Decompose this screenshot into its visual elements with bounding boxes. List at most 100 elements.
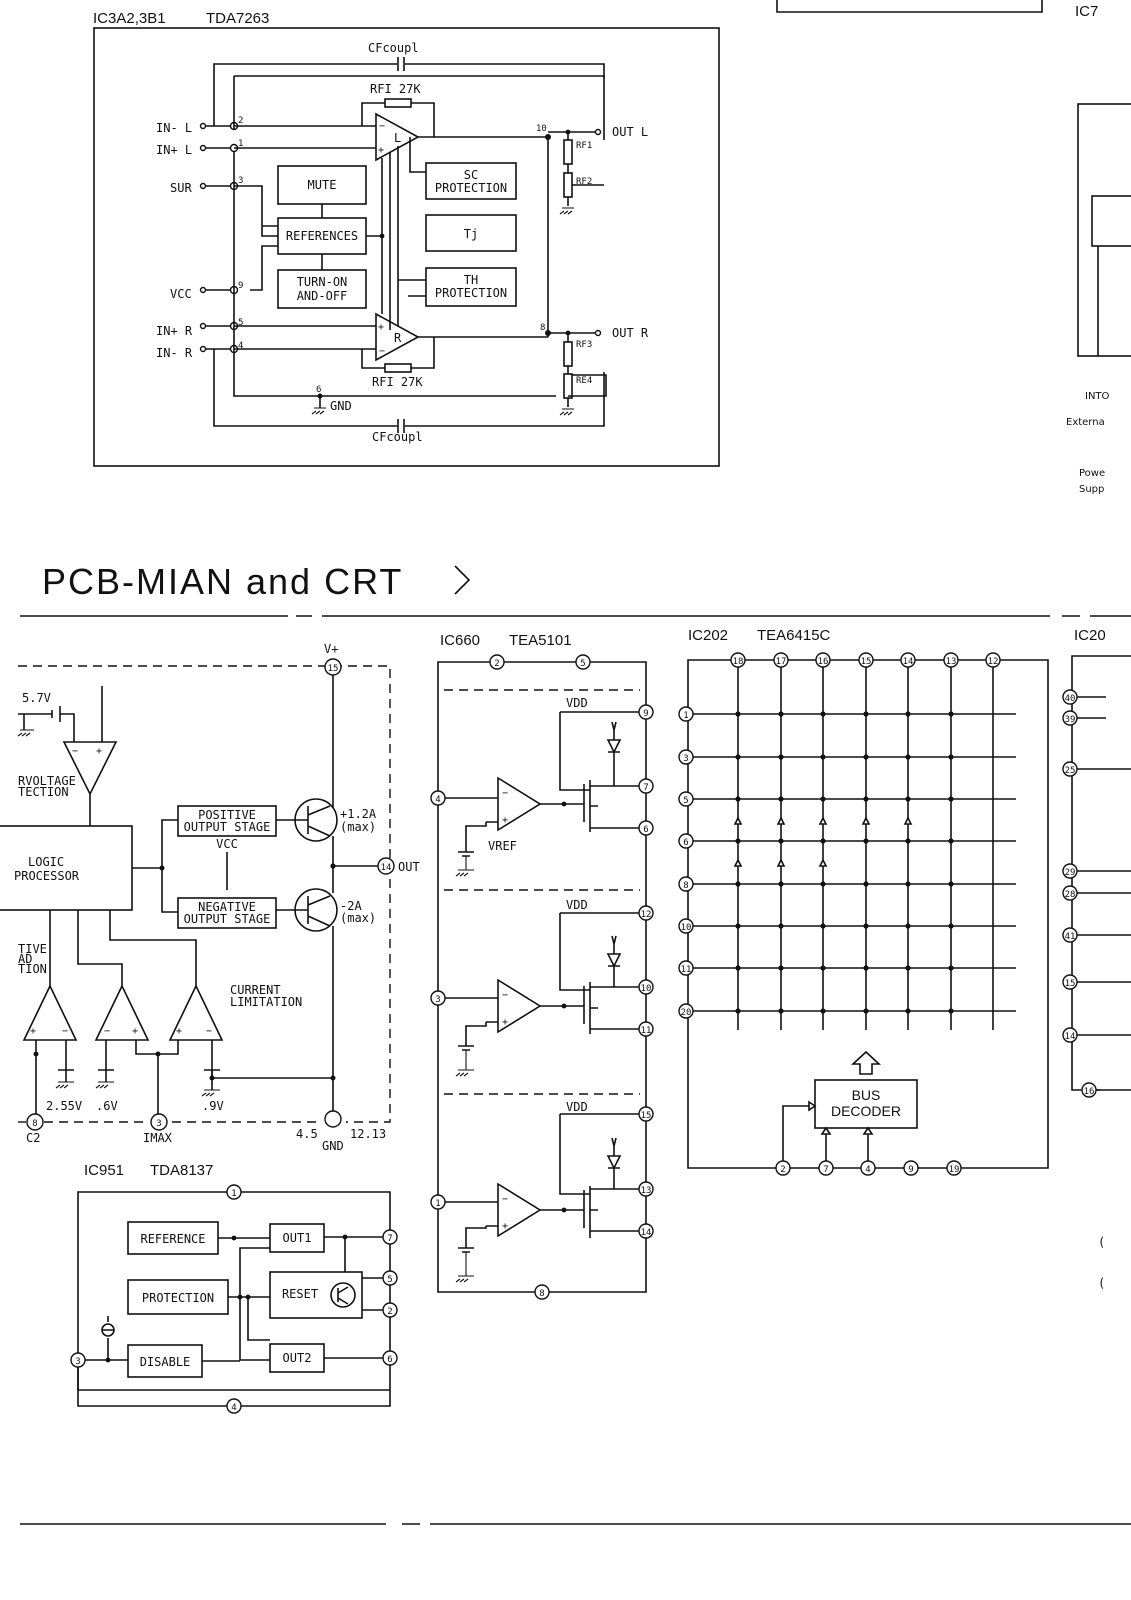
- crossbar-junction: [778, 965, 784, 971]
- pin-num-8: 8: [540, 323, 545, 333]
- right-clip-externa: Externa: [1066, 417, 1105, 428]
- th-label: TH: [464, 273, 478, 287]
- c2-label: C2: [26, 1131, 40, 1145]
- gnd-pins-label: 4.5: [296, 1127, 318, 1141]
- crossbar-junction: [820, 754, 826, 760]
- tea5101-part-label: TEA5101: [509, 632, 572, 649]
- ic20-pin-29: 29: [1065, 868, 1076, 878]
- sc-protection-label: PROTECTION: [435, 181, 507, 195]
- tda8137-pin-6: 6: [387, 1355, 392, 1365]
- mute-block: [277, 165, 367, 205]
- svg-text:−: −: [379, 121, 385, 132]
- tda7263-pin-labels: IN- L IN+ L SUR VCC IN+ R IN- R: [156, 121, 193, 360]
- crossbar-junction: [735, 796, 741, 802]
- out1-block: [269, 1223, 325, 1253]
- amp-r-label: R: [394, 331, 402, 345]
- tea5101-pin-2: 2: [494, 659, 499, 669]
- clip-mark-1: (: [1098, 1235, 1105, 1249]
- rf3-label: RF3: [576, 340, 592, 350]
- section-header: PCB-MIAN and CRT: [20, 561, 1131, 617]
- overvoltage-label: RVOLTAGE: [18, 774, 76, 788]
- ch1-pin-4: 4: [435, 795, 440, 805]
- ch1-pin-6: 6: [643, 825, 648, 835]
- crossbar-junction: [948, 838, 954, 844]
- out-label: OUT: [398, 860, 420, 874]
- pin-num-1: 1: [238, 139, 243, 149]
- out-r-label: OUT R: [612, 326, 649, 340]
- crossbar-junction: [820, 796, 826, 802]
- references-label: REFERENCES: [286, 229, 358, 243]
- tea5101-pin-8: 8: [539, 1289, 544, 1299]
- neg-stage-label: NEGATIVE: [198, 900, 256, 914]
- bus-label: BUS: [852, 1087, 881, 1103]
- ic20-pin-16: 16: [1084, 1087, 1095, 1097]
- disable-label: DISABLE: [140, 1355, 191, 1369]
- pin-8-label: 8: [32, 1119, 37, 1129]
- tda7263-ic-label: IC3A2,3B1: [93, 10, 166, 27]
- and-off-label: AND-OFF: [297, 289, 348, 303]
- svg-text:+: +: [378, 322, 384, 333]
- ic20-pin-39: 39: [1065, 715, 1076, 725]
- svg-text:−: −: [104, 1026, 110, 1037]
- side-label-3: TION: [18, 962, 47, 976]
- tda8137-pin-7: 7: [387, 1234, 392, 1244]
- tda7263-block: IC3A2,3B1 TDA7263 IN- L IN+ L SUR VCC IN…: [93, 10, 720, 467]
- crossbar-arrow: [903, 816, 913, 825]
- amp-l-label: L: [394, 131, 401, 145]
- out-l-label: OUT L: [612, 125, 648, 139]
- pin-num-3: 3: [238, 176, 243, 186]
- rfi-top-label: RFI 27K: [370, 82, 421, 96]
- crossbar-junction: [948, 754, 954, 760]
- tj-block: [425, 214, 517, 252]
- tda8137-ic-label: IC951: [84, 1162, 124, 1179]
- logic-processor: [0, 825, 133, 911]
- crossbar-arrow: [861, 816, 871, 825]
- tea6415c-pin-16: 16: [818, 657, 829, 667]
- mute-label: MUTE: [308, 178, 337, 192]
- ch1-pin-7: 7: [643, 783, 648, 793]
- crossbar-arrow: [733, 858, 743, 867]
- turn-on-label: TURN-ON: [297, 275, 348, 289]
- pos-stage-label: POSITIVE: [198, 808, 256, 822]
- crossbar-junction: [905, 796, 911, 802]
- crossbar-junction: [820, 881, 826, 887]
- svg-text:−: −: [502, 990, 508, 1001]
- tda7263-pin-numbers: 2 1 3 9 5 4 10 8 6: [238, 116, 547, 395]
- re4-label: RE4: [576, 376, 592, 386]
- voltage-0-6: .6V: [96, 1099, 118, 1113]
- pin-num-9: 9: [238, 281, 243, 291]
- right-clip-supp: Supp: [1079, 484, 1104, 495]
- ch2-pin-10: 10: [641, 984, 652, 994]
- tea6415c-pin-15: 15: [861, 657, 872, 667]
- ic20-label: IC20: [1074, 627, 1106, 644]
- vref-label: VREF: [488, 839, 517, 853]
- tea6415c-pin-1: 1: [683, 711, 688, 721]
- tda8137-part-label: TDA8137: [150, 1162, 213, 1179]
- crossbar-arrow: [818, 858, 828, 867]
- ic20-pin-15: 15: [1065, 979, 1076, 989]
- tea6415c-pin-2: 2: [780, 1165, 785, 1175]
- right-clip-powe: Powe: [1079, 468, 1105, 479]
- current-limitation-label: CURRENT: [230, 983, 281, 997]
- current-limitation-label-2: LIMITATION: [230, 995, 302, 1009]
- ch3-pin-1: 1: [435, 1199, 440, 1209]
- tda8137-pin-5: 5: [387, 1275, 392, 1285]
- svg-text:−: −: [206, 1026, 212, 1037]
- sc-protection-block: [425, 162, 517, 200]
- reset-block: [269, 1271, 363, 1319]
- tea6415c-pin-20: 20: [681, 1008, 692, 1018]
- svg-text:+: +: [502, 1017, 508, 1028]
- pin-num-10: 10: [536, 124, 547, 134]
- crossbar-junction: [863, 711, 869, 717]
- ref-voltage-label: 5.7V: [22, 691, 51, 705]
- th-protection-label: PROTECTION: [435, 286, 507, 300]
- crossbar-junction: [820, 923, 826, 929]
- pos-current-max: (max): [340, 820, 376, 834]
- crossbar-arrow: [818, 816, 828, 825]
- ic20-pin-14: 14: [1065, 1032, 1076, 1042]
- positive-output-stage: [177, 805, 277, 837]
- logic-label: LOGIC: [28, 855, 64, 869]
- tda7263-frame: [93, 27, 720, 467]
- negative-output-stage: [177, 897, 277, 929]
- tea5101-channel-2: VDD 3 12 10 11 −+: [430, 898, 654, 1077]
